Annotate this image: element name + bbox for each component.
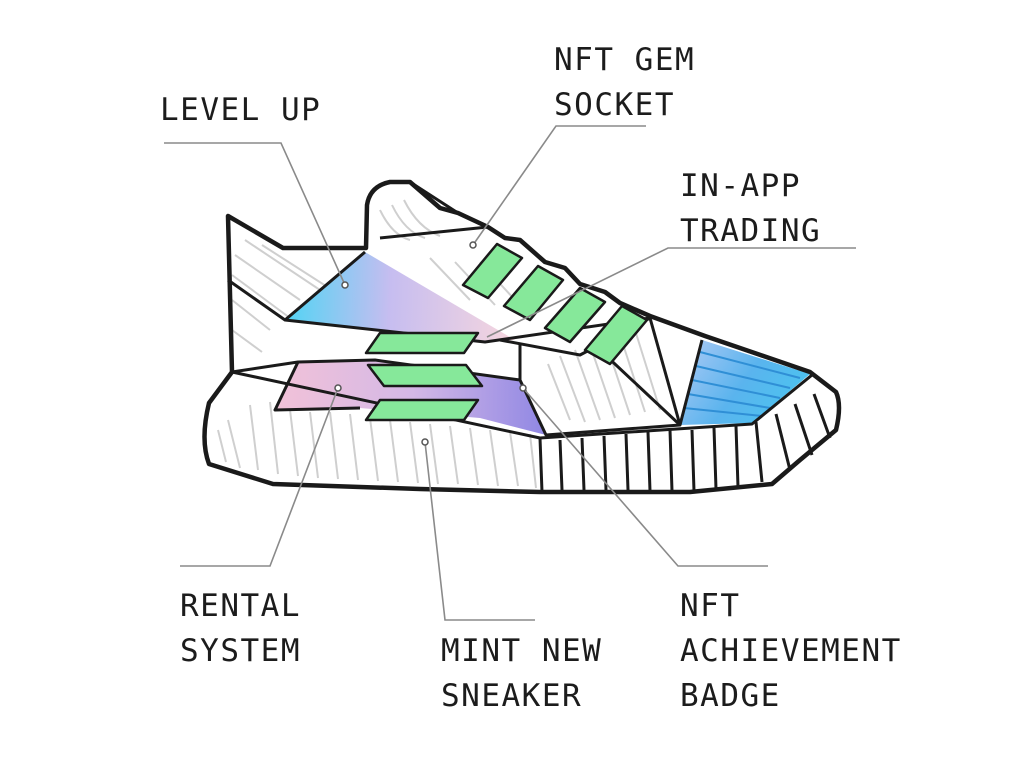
side-strap-3 bbox=[364, 398, 480, 422]
laces bbox=[364, 242, 649, 422]
side-strap-1 bbox=[364, 331, 480, 355]
label-level-up: LEVEL UP bbox=[160, 88, 321, 133]
label-line: SYSTEM bbox=[180, 633, 301, 669]
level-up-panel bbox=[285, 252, 515, 342]
label-line: IN-APP bbox=[680, 168, 801, 204]
label-nft-gem-socket: NFT GEM SOCKET bbox=[554, 38, 695, 128]
toe-stripes bbox=[683, 351, 801, 417]
label-line: NFT GEM bbox=[554, 42, 696, 78]
side-strap-2 bbox=[366, 363, 484, 388]
label-line: RENTAL bbox=[180, 588, 301, 624]
label-mint-new-sneaker: MINT NEW SNEAKER bbox=[441, 629, 602, 719]
leader-level-up bbox=[164, 142, 346, 286]
leader-rental bbox=[180, 387, 339, 567]
lace-4 bbox=[583, 304, 649, 366]
leader-badge bbox=[522, 387, 768, 567]
label-nft-achievement-badge: NFT ACHIEVEMENT BADGE bbox=[680, 584, 902, 719]
leader-dots bbox=[334, 241, 527, 446]
label-line: SOCKET bbox=[554, 87, 675, 123]
label-line: MINT NEW bbox=[441, 633, 603, 669]
toe-panel bbox=[680, 340, 810, 425]
label-line: ACHIEVEMENT bbox=[680, 633, 902, 669]
lace-2 bbox=[502, 264, 565, 322]
shoe-outline bbox=[202, 179, 842, 495]
label-line: BADGE bbox=[680, 678, 781, 714]
lace-3 bbox=[543, 286, 607, 344]
hatch-pattern bbox=[217, 199, 661, 489]
label-line: TRADING bbox=[680, 213, 822, 249]
rental-panel bbox=[275, 360, 546, 435]
label-in-app-trading: IN-APP TRADING bbox=[680, 164, 821, 254]
leader-mint bbox=[424, 441, 535, 621]
label-line: SNEAKER bbox=[441, 678, 583, 714]
leader-gem-socket bbox=[472, 125, 646, 246]
label-line: LEVEL UP bbox=[160, 92, 322, 128]
leader-lines bbox=[164, 125, 856, 621]
leader-trading bbox=[486, 247, 856, 338]
lace-1 bbox=[461, 242, 524, 300]
label-rental-system: RENTAL SYSTEM bbox=[180, 584, 301, 674]
sole-segments bbox=[558, 393, 832, 492]
label-line: NFT bbox=[680, 588, 741, 624]
